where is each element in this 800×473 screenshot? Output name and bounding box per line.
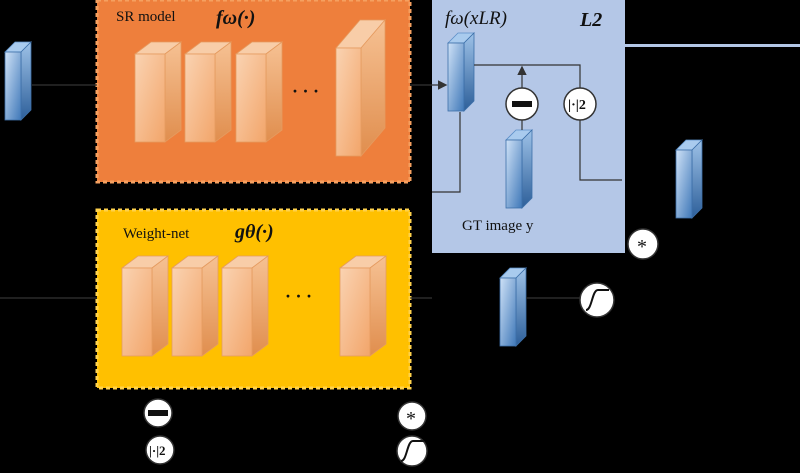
wn-conv-block-3 (221, 255, 269, 357)
star-circle-icon: * (627, 228, 659, 260)
norm-icon-symbol: |·|2 (568, 98, 586, 113)
sr-output-block (447, 32, 475, 112)
sr-conv-block-3 (235, 41, 283, 143)
minus-circle-icon (505, 87, 539, 121)
weight-net-panel: Weight-net gθ(·) · · · (95, 208, 412, 390)
legend-minus-icon (143, 398, 173, 428)
loss-panel: fω(xLR) L2 GT image y |·|2 (432, 0, 800, 253)
gt-image-label: GT image y (462, 218, 534, 234)
weight-net-function: gθ(·) (234, 221, 274, 243)
weight-net-label: Weight-net (123, 226, 190, 242)
legend-star-symbol: * (406, 408, 416, 430)
weighted-loss-block (675, 139, 703, 219)
star-circle-symbol: * (637, 236, 647, 258)
legend-sigmoid-icon (396, 435, 428, 467)
legend-norm-icon: |·|2 (145, 435, 175, 465)
loss-l2-label: L2 (579, 9, 602, 31)
sigmoid-icon (579, 282, 615, 318)
wn-ellipsis: · · · (285, 286, 312, 306)
wn-conv-block-2 (171, 255, 219, 357)
weight-map-block (499, 267, 527, 347)
legend-star-icon: * (397, 401, 427, 431)
norm-icon: |·|2 (563, 87, 597, 121)
wn-conv-block-last (339, 255, 387, 357)
sr-ellipsis: · · · (292, 81, 319, 101)
sr-model-label: SR model (116, 9, 176, 25)
norm-to-output-line (474, 64, 622, 181)
sr-conv-block-2 (184, 41, 232, 143)
legend-norm-symbol: |·|2 (149, 443, 166, 458)
sr-model-function: fω(·) (216, 7, 255, 29)
wn-conv-block-1 (121, 255, 169, 357)
loss-box-edge (625, 44, 800, 47)
sr-model-panel: SR model fω(·) · · · (95, 0, 412, 184)
sr-conv-block-last (335, 18, 386, 158)
sr-output-down-line (432, 112, 461, 193)
loss-output-label: fω(xLR) (445, 8, 507, 29)
sr-conv-block-1 (134, 41, 182, 143)
input-lr-block (4, 41, 32, 121)
gt-image-block (505, 129, 533, 209)
